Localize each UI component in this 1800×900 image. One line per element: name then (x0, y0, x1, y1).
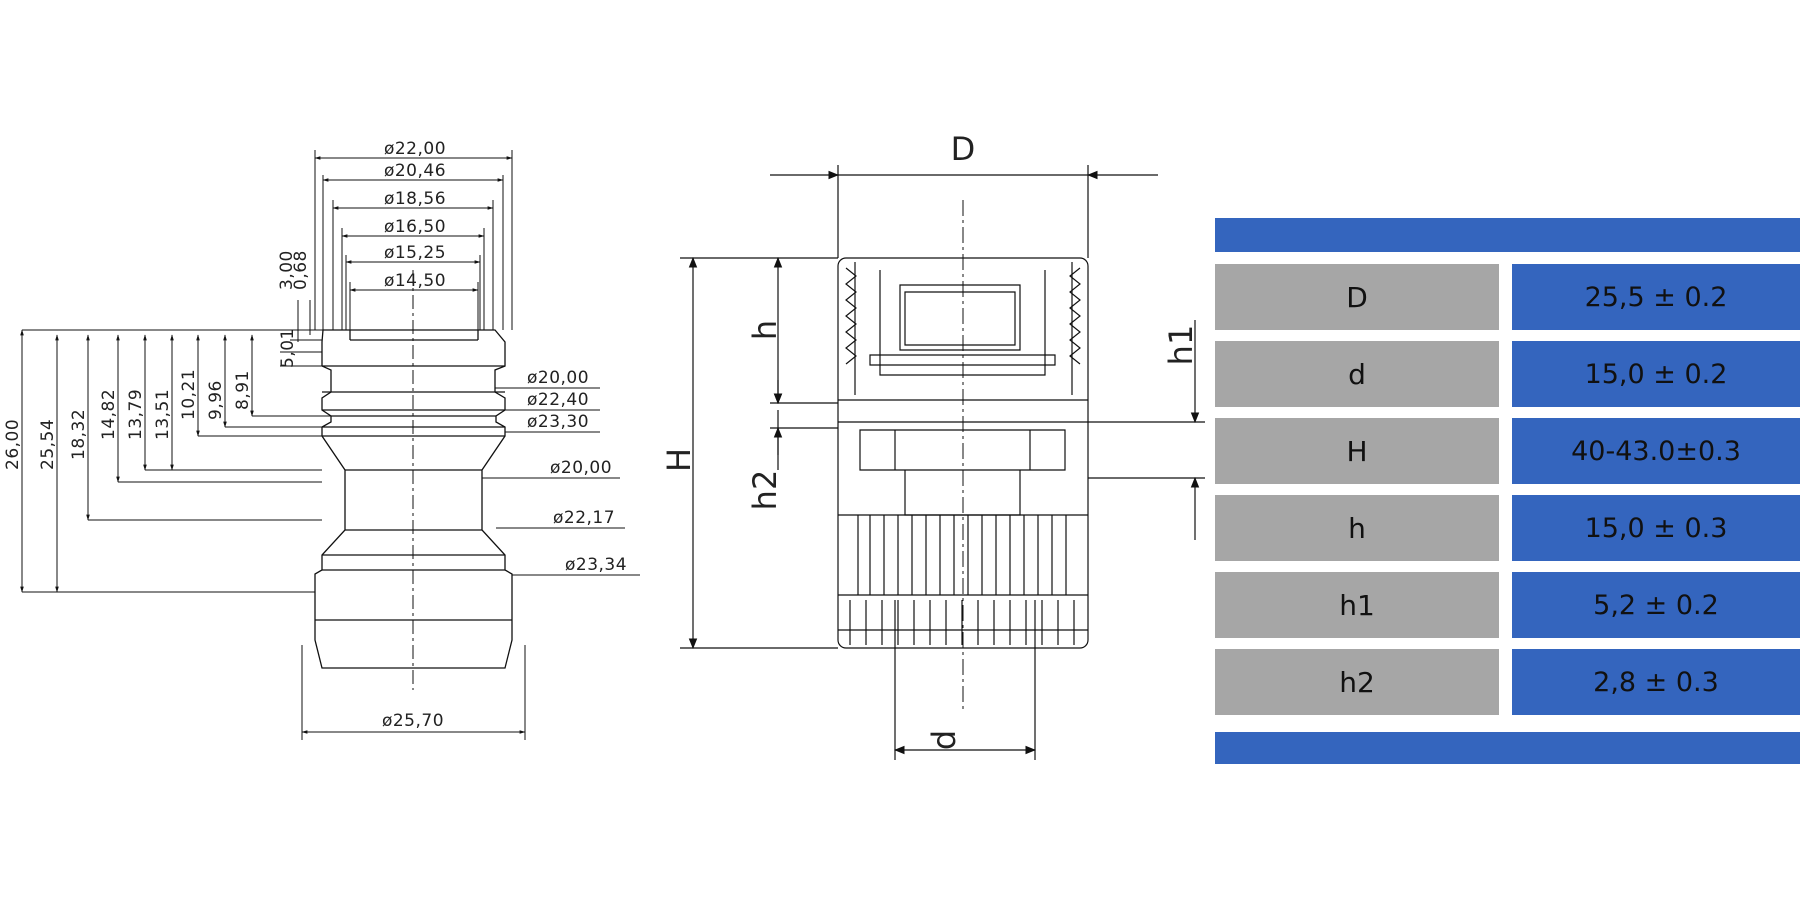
param-name: h2 (1215, 649, 1499, 715)
dim-label: 5,01 (278, 328, 298, 368)
dimension-H (680, 256, 838, 650)
label-h2: h2 (746, 470, 784, 511)
dim-label: ø23,34 (565, 555, 627, 575)
dim-label: 14,82 (99, 389, 119, 440)
param-value: 40-43.0±0.3 (1512, 418, 1800, 484)
dim-label: ø22,17 (553, 508, 615, 528)
param-name: h (1215, 495, 1499, 561)
table-row: h 15,0 ± 0.3 (1215, 495, 1800, 561)
table-row: h2 2,8 ± 0.3 (1215, 649, 1800, 715)
bottle-neck-profile (314, 270, 513, 690)
height-dimensions (20, 329, 331, 593)
dim-label: 8,91 (233, 370, 253, 410)
side-diameter-labels: ø20,00 ø22,40 ø23,30 ø20,00 ø22,17 ø23,3… (527, 368, 627, 575)
param-value: 2,8 ± 0.3 (1512, 649, 1800, 715)
table-row: D 25,5 ± 0.2 (1215, 264, 1800, 330)
label-h: h (746, 320, 784, 340)
label-d: d (925, 730, 963, 750)
dim-label: 3,00 (277, 250, 297, 290)
param-name: H (1215, 418, 1499, 484)
dim-label: ø14,50 (384, 271, 446, 291)
param-value: 15,0 ± 0.3 (1512, 495, 1800, 561)
height-labels: 26,00 25,54 18,32 14,82 13,79 13,51 10,2… (3, 369, 253, 470)
param-name: d (1215, 341, 1499, 407)
top-diameter-labels: ø22,00 ø20,46 ø18,56 ø16,50 ø15,25 ø14,5… (384, 139, 446, 291)
dim-label: 10,21 (179, 369, 199, 420)
dim-label: 18,32 (69, 409, 89, 460)
table-row: H 40-43.0±0.3 (1215, 418, 1800, 484)
table-header-bar (1215, 218, 1800, 252)
label-D: D (951, 130, 976, 168)
dim-label: 9,96 (206, 380, 226, 420)
dim-label: 26,00 (3, 419, 23, 470)
dim-label: 13,79 (126, 389, 146, 440)
dim-label: ø15,25 (384, 243, 446, 263)
bottom-diameter-dimension (301, 645, 526, 740)
dimension-D (770, 165, 1158, 258)
label-H: H (660, 448, 698, 472)
small-dimensions (280, 300, 322, 367)
dim-label: ø22,00 (384, 139, 446, 159)
dim-label: 13,51 (153, 389, 173, 440)
dim-label: ø20,46 (384, 161, 446, 181)
dim-label: ø20,00 (550, 458, 612, 478)
dim-label: ø22,40 (527, 390, 589, 410)
dimension-h2 (770, 380, 838, 470)
param-value: 5,2 ± 0.2 (1512, 572, 1800, 638)
table-row: h1 5,2 ± 0.2 (1215, 572, 1800, 638)
dimension-h1 (1088, 320, 1205, 540)
spec-table: D 25,5 ± 0.2 d 15,0 ± 0.2 H 40-43.0±0.3 … (1215, 218, 1800, 764)
param-value: 15,0 ± 0.2 (1512, 341, 1800, 407)
dim-label: ø23,30 (527, 412, 589, 432)
cap-drawing (837, 200, 1089, 710)
label-h1: h1 (1162, 325, 1200, 366)
side-diameter-leaders (482, 387, 640, 576)
top-diameter-dimensions (314, 150, 513, 330)
dim-label: 25,54 (38, 419, 58, 470)
dim-label: ø20,00 (527, 368, 589, 388)
dim-label: ø25,70 (382, 711, 444, 731)
dimension-d (893, 600, 1037, 760)
dim-label: 0,68 (291, 250, 311, 290)
dim-label: ø18,56 (384, 189, 446, 209)
param-name: D (1215, 264, 1499, 330)
dim-label: ø16,50 (384, 217, 446, 237)
table-row: d 15,0 ± 0.2 (1215, 341, 1800, 407)
param-name: h1 (1215, 572, 1499, 638)
param-value: 25,5 ± 0.2 (1512, 264, 1800, 330)
table-footer-bar (1215, 732, 1800, 764)
